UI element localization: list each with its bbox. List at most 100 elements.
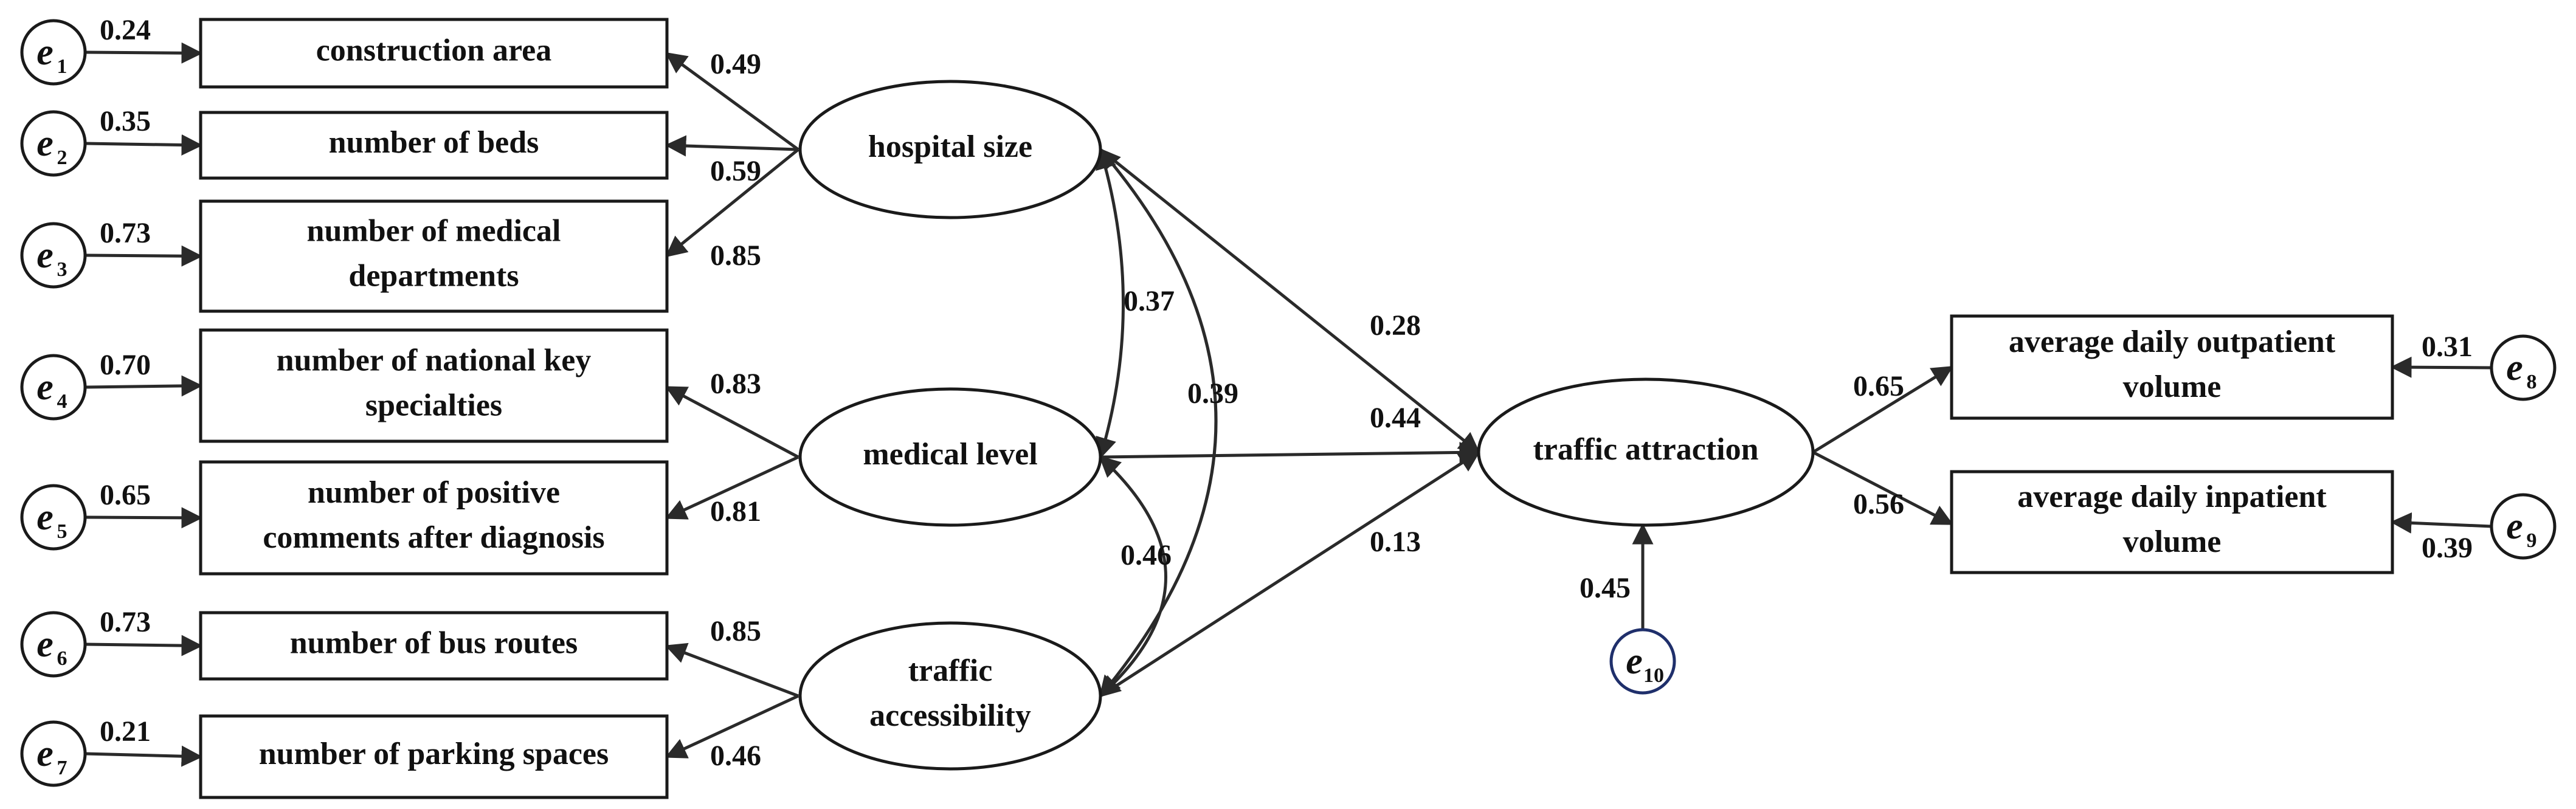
error-subscript-e4: 4	[57, 390, 67, 413]
observed-label-outpatient-volume: volume	[2123, 370, 2222, 404]
error-circle-e8	[2490, 334, 2557, 401]
error-subscript-e8: 8	[2527, 371, 2537, 393]
correlation-arc-medical-level-traffic-accessibility	[1099, 455, 1167, 698]
loading-arrow-positive-comments	[665, 455, 799, 520]
path-coef-medical-level: 0.44	[1370, 402, 1421, 434]
error-circle-e3	[20, 222, 87, 289]
error-arrow-e9	[2390, 512, 2492, 534]
observed-box-inpatient-volume	[1950, 470, 2394, 574]
observed-label-inpatient-volume: volume	[2123, 525, 2222, 559]
latent-label-medical-level: medical level	[863, 437, 1037, 472]
error-circle-e2	[20, 110, 87, 177]
loading-coef-outpatient-volume: 0.65	[1853, 370, 1904, 402]
error-circle-e5	[20, 484, 87, 551]
error-letter-e1: e	[36, 32, 54, 73]
loading-coef-key-specialties: 0.83	[710, 368, 761, 400]
error-arrow-e3	[85, 245, 203, 267]
error-subscript-e6: 6	[57, 647, 67, 670]
error-coef-e10: 0.45	[1580, 572, 1631, 604]
error-letter-e8: e	[2506, 347, 2523, 388]
loading-arrow-key-specialties	[665, 385, 799, 459]
latent-ellipse-hospital-size	[798, 80, 1102, 219]
error-coef-e3: 0.73	[100, 217, 151, 249]
error-circle-e6	[20, 611, 87, 678]
error-letter-e5: e	[36, 497, 54, 538]
observed-label-construction-area: construction area	[316, 33, 552, 67]
error-coef-e2: 0.35	[100, 105, 151, 137]
latent-label-traffic-accessibility: accessibility	[869, 698, 1031, 733]
error-arrow-e8	[2390, 356, 2492, 378]
loading-arrow-parking-spaces	[665, 694, 799, 759]
error-coef-e1: 0.24	[100, 14, 151, 46]
error-letter-e2: e	[36, 123, 54, 164]
error-circle-e9	[2490, 493, 2557, 560]
loading-arrow-inpatient-volume	[1812, 450, 1954, 526]
path-arrow-medical-level	[1100, 441, 1481, 463]
error-subscript-e3: 3	[57, 258, 67, 281]
error-subscript-e10: 10	[1643, 664, 1664, 687]
error-coef-e5: 0.65	[100, 479, 151, 511]
loading-coef-number-of-beds: 0.59	[710, 155, 761, 187]
observed-label-key-specialties: specialties	[365, 388, 502, 422]
latent-ellipse-traffic-accessibility	[798, 621, 1102, 771]
observed-label-medical-departments: departments	[348, 258, 519, 293]
error-arrow-e1	[85, 42, 203, 64]
error-letter-e7: e	[36, 733, 54, 774]
loading-arrow-number-of-beds	[665, 135, 799, 157]
observed-label-medical-departments: number of medical	[307, 213, 561, 248]
error-letter-e3: e	[36, 235, 54, 276]
path-arrow-hospital-size	[1099, 148, 1480, 454]
error-coef-e8: 0.31	[2422, 331, 2473, 363]
loading-coef-construction-area: 0.49	[710, 48, 761, 80]
loading-arrow-outpatient-volume	[1812, 365, 1953, 454]
error-subscript-e5: 5	[57, 520, 67, 543]
loading-arrow-medical-departments	[665, 148, 799, 258]
observed-box-positive-comments	[199, 460, 669, 576]
observed-label-key-specialties: number of national key	[277, 343, 592, 377]
error-arrow-e6	[85, 635, 203, 656]
error-subscript-e7: 7	[57, 757, 67, 779]
error-letter-e9: e	[2506, 506, 2523, 547]
error-coef-e7: 0.21	[100, 715, 151, 748]
loading-coef-positive-comments: 0.81	[710, 495, 761, 528]
observed-label-bus-routes: number of bus routes	[290, 625, 578, 660]
loading-coef-parking-spaces: 0.46	[710, 740, 761, 772]
correlation-coef-hospital-size-medical-level: 0.37	[1124, 285, 1175, 317]
observed-label-number-of-beds: number of beds	[329, 125, 539, 160]
path-coef-traffic-accessibility: 0.13	[1370, 526, 1421, 558]
observed-box-outpatient-volume	[1950, 314, 2394, 420]
observed-box-medical-departments	[199, 199, 669, 313]
observed-box-number-of-beds	[199, 111, 669, 180]
error-circle-e7	[20, 720, 87, 787]
error-arrow-e4	[85, 375, 203, 397]
error-circle-e10	[1609, 628, 1676, 695]
latent-label-traffic-attraction: traffic attraction	[1533, 432, 1758, 467]
path-arrow-traffic-accessibility	[1099, 450, 1480, 698]
error-circle-e1	[20, 19, 87, 86]
error-coef-e6: 0.73	[100, 606, 151, 638]
error-letter-e10: e	[1626, 641, 1643, 682]
error-arrow-e5	[85, 507, 203, 529]
error-coef-e9: 0.39	[2422, 532, 2473, 564]
error-subscript-e1: 1	[57, 55, 67, 78]
path-coef-hospital-size: 0.28	[1370, 309, 1421, 342]
error-circle-e4	[20, 354, 87, 421]
loading-coef-inpatient-volume: 0.56	[1853, 488, 1904, 520]
loading-coef-medical-departments: 0.85	[710, 239, 761, 272]
correlation-arc-hospital-size-medical-level	[1096, 147, 1125, 460]
observed-label-parking-spaces: number of parking spaces	[259, 737, 609, 771]
observed-label-inpatient-volume: average daily inpatient	[2017, 480, 2327, 514]
error-arrow-e2	[85, 134, 203, 156]
error-letter-e4: e	[36, 367, 54, 408]
loading-arrow-construction-area	[665, 52, 799, 151]
latent-label-hospital-size: hospital size	[868, 129, 1032, 164]
observed-box-construction-area	[199, 18, 669, 89]
observed-box-parking-spaces	[199, 714, 669, 799]
error-subscript-e2: 2	[57, 146, 67, 169]
observed-label-positive-comments: number of positive	[308, 475, 560, 510]
correlation-coef-hospital-size-traffic-accessibility: 0.39	[1187, 377, 1238, 410]
observed-box-bus-routes	[199, 611, 669, 681]
error-arrow-e7	[85, 745, 203, 767]
error-subscript-e9: 9	[2527, 529, 2537, 552]
